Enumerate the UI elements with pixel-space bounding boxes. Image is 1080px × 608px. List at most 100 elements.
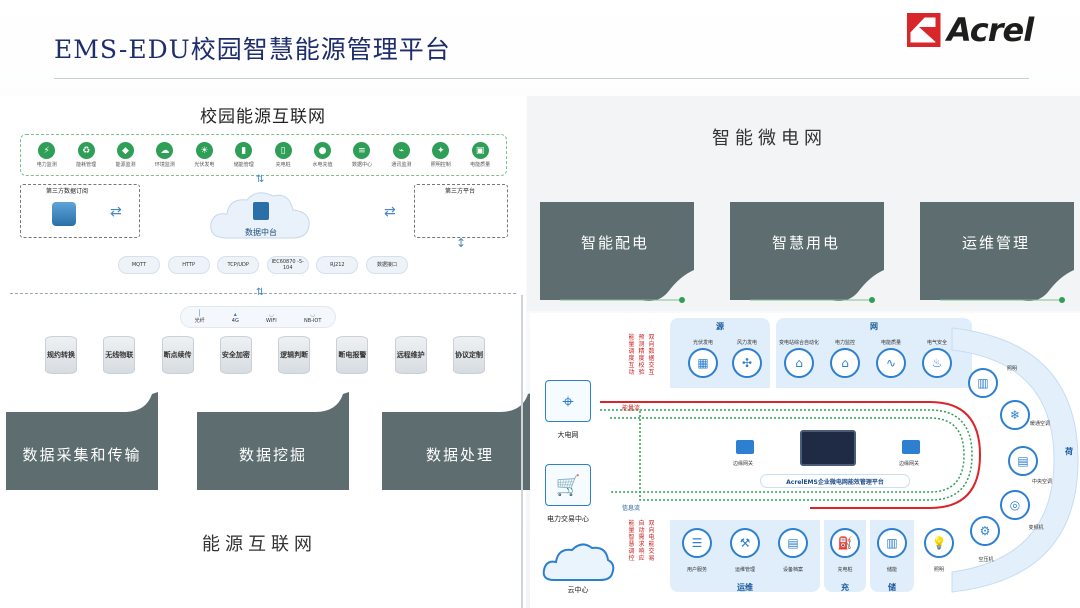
bulb-icon: ✦ [432, 142, 450, 159]
central-ac-icon: ▤ [1008, 446, 1038, 476]
storage-item-label: 储能 [886, 567, 897, 573]
charging-pile-icon: ⛽ [830, 528, 860, 558]
cloud-center-icon [542, 543, 615, 581]
app-item: ☁环境监测 [150, 142, 180, 168]
bolt-icon: ⚡ [38, 142, 56, 159]
trading-center-icon: 🛒 [545, 464, 591, 506]
function-cylinder: 规约转换 [45, 336, 77, 374]
red-annotation: 双向电能交易 [648, 520, 655, 562]
grid-item-label: 电能质量 [880, 340, 901, 346]
wifi-icon: ◡ [268, 310, 275, 318]
section-label: 能源互联网 [202, 534, 317, 555]
load-arc [951, 327, 1079, 593]
ops-category-title: 运维 [737, 583, 753, 592]
red-annotation: 能量调度互动 [628, 334, 635, 376]
section-label: 智能微电网 [712, 128, 827, 149]
platform-label: AcrelEMS企业微电网能效管理平台 [760, 474, 910, 488]
app-label: 电能质量 [470, 162, 491, 168]
data-center-label: 数据中台 [245, 228, 277, 237]
title-divider [54, 78, 1029, 79]
app-label: 数据中心 [351, 162, 372, 168]
grid-item-label: 电气安全 [926, 340, 947, 346]
acrel-logo: Acrel [907, 10, 1072, 50]
substation-icon: ⌂ [784, 348, 814, 378]
flag-shape [197, 392, 349, 490]
drop-icon: ● [314, 142, 332, 159]
equipment-archive-icon: ▤ [778, 528, 808, 558]
app-item: ▮ 储能管理 [229, 142, 259, 168]
flag-shape [920, 202, 1074, 303]
database-icon [52, 202, 76, 226]
app-item: ⚡ 电力监测 [32, 142, 62, 168]
inverter-icon: ◎ [1000, 490, 1030, 520]
flag-label: 智能配电 [580, 234, 649, 252]
campus-energy-internet-panel: 校园能源互联网 ⚡电力监测 ♻能耗管理 ◆能源监测 ☁环境监测 ☀光伏发电 ▮储… [0, 96, 526, 608]
source-item-label: 风力发电 [736, 340, 757, 346]
hvac-icon: ❄ [1000, 400, 1030, 430]
connection-label: NB-IOT [303, 317, 322, 324]
battery-icon: ▮ [235, 142, 253, 159]
red-annotation: 预测精度校验 [638, 334, 645, 376]
charge-item-label: 充电桩 [837, 567, 853, 573]
wifi-icon: ◡ [310, 310, 316, 318]
solar-panel-icon: ▦ [688, 348, 718, 378]
database-icon: ≡ [353, 142, 371, 159]
platform-monitor-icon [800, 430, 856, 466]
trading-label: 电力交易中心 [547, 515, 589, 523]
app-label: 光伏发电 [194, 162, 215, 168]
protocol-pill: RJ212 [316, 256, 359, 274]
function-cylinder: 安全加密 [219, 336, 252, 374]
protocol-pill: IEC60870 -5-104 [266, 256, 309, 274]
gateway-left-icon [736, 440, 754, 454]
function-cylinder: 断点续传 [161, 336, 194, 374]
application-row: ⚡电力监测 ♻能耗管理 ◆能源监测 ☁环境监测 ☀光伏发电 ▮储能管理 ▯充电桩… [20, 134, 507, 176]
app-item: ≡ 数据中心 [347, 142, 377, 168]
third-party-platform-box [414, 184, 508, 238]
flag-shape [540, 202, 694, 303]
load-item-label: 变频机 [1028, 525, 1044, 531]
function-cylinder: 协议定制 [452, 336, 485, 374]
load-item-label: 空压机 [978, 557, 994, 563]
connection-label: 4G [231, 317, 239, 324]
updown-arrow-icon: ⇅ [256, 287, 265, 298]
signal-icon: ▴ [233, 310, 237, 318]
vertical-arrow-icon: ↕ [456, 236, 467, 250]
recycle-icon: ♻ [77, 142, 95, 159]
function-cylinder: 断电报警 [336, 336, 369, 374]
app-item: ●水电充值 [308, 142, 338, 168]
energy-flow-label: 能量流 [622, 405, 641, 412]
network-divider [10, 293, 516, 294]
app-label: 电力监测 [36, 162, 57, 168]
protocol-row: MQTT HTTP TCP/UDP IEC60870 -5-104 RJ212 … [118, 256, 408, 274]
third-party-data-label: 第三方数据订阅 [46, 188, 89, 195]
bidirectional-arrow-icon: ⇄ [384, 204, 396, 220]
grid-tower-icon: ⌖ [545, 380, 591, 422]
flag-label: 数据挖掘 [238, 446, 307, 464]
load-item-label: 照明 [1006, 366, 1017, 372]
app-label: 储能管理 [233, 162, 254, 168]
app-item: ▣电能质量 [465, 142, 495, 168]
source-category-title: 源 [716, 322, 724, 331]
diagram-title: 校园能源互联网 [200, 107, 326, 127]
function-row: 规约转换 无线物联 断点续传 安全加密 逻辑判断 断电报警 远程维护 协议定制 [45, 336, 485, 374]
app-label: 能耗管理 [76, 162, 97, 168]
function-cylinder: 无线物联 [103, 336, 136, 374]
ops-item-label: 运维管理 [734, 567, 755, 573]
app-label: 能源监测 [115, 162, 136, 168]
grid-label: 大电网 [557, 431, 579, 439]
red-annotation: 双向数据交互 [648, 334, 655, 376]
connection-label: WIFI [266, 317, 277, 324]
red-annotation: 自动需求响应 [638, 520, 645, 562]
ops-item-label: 设备档案 [782, 567, 803, 573]
app-item: ☀光伏发电 [189, 142, 219, 168]
fiber-icon: │ [197, 310, 202, 317]
app-item: ▯充电桩 [268, 142, 298, 168]
app-label: 环境监测 [154, 162, 175, 168]
connectivity-row: │光纤 ▴4G ◡WIFI ◡NB-IOT [180, 306, 336, 328]
connection-item: ▴4G [232, 311, 239, 324]
app-item: ♻ 能耗管理 [71, 142, 101, 168]
storage-battery-icon: ▥ [877, 528, 907, 558]
red-annotation: 能量智慧调控 [628, 520, 635, 562]
signal-icon: ⌁ [392, 142, 410, 159]
